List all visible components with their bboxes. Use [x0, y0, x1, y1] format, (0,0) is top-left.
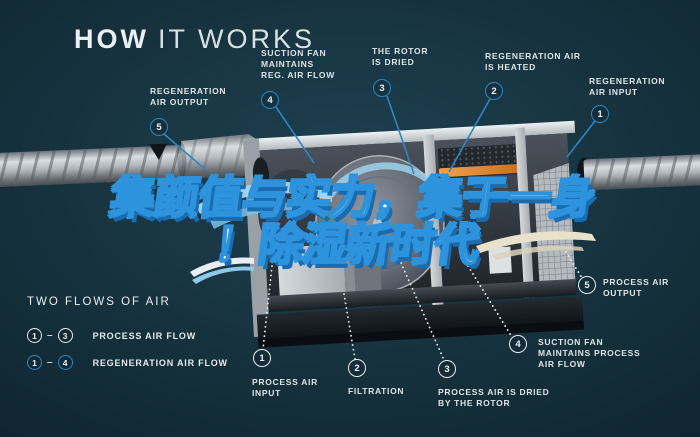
callout-label-regen-3: THE ROTOR IS DRIED: [372, 46, 429, 67]
legend-item-process: 1 – 3 PROCESS AIR FLOW: [27, 328, 196, 343]
callout-marker-regen-3: 3: [373, 79, 391, 97]
callout-number: 5: [156, 121, 162, 133]
rotor-inner-ring: [335, 176, 425, 272]
legend-item-regeneration: 1 – 4 REGENERATION AIR FLOW: [27, 355, 228, 370]
divider-panel-2: [514, 127, 535, 298]
legend-title: TWO FLOWS OF AIR: [27, 296, 171, 308]
callout-marker-regen-5: 5: [150, 118, 168, 136]
page-title-light: IT WORKS: [157, 24, 315, 54]
rotor-hub: [372, 216, 387, 231]
page-title-bold: HOW: [74, 24, 149, 54]
callout-marker-regen-2: 2: [485, 82, 503, 100]
legend-number: 1: [32, 357, 37, 368]
callout-marker-regen-1: 1: [591, 105, 609, 123]
base-plinth: [256, 296, 584, 345]
leader-line-process-4: [467, 265, 513, 338]
leader-line-regen-4: [275, 106, 315, 164]
callout-number: 1: [259, 352, 265, 364]
callout-label-process-2: FILTRATION: [348, 386, 405, 396]
callout-number: 1: [597, 108, 603, 120]
callout-number: 3: [379, 82, 385, 94]
legend-number: 3: [62, 330, 68, 341]
left-duct: [0, 134, 263, 188]
callout-marker-process-3: 3: [438, 360, 456, 378]
callout-label-process-5: PROCESS AIR OUTPUT: [603, 277, 669, 298]
right-duct: [577, 154, 700, 192]
airflow-arrow-process-in-2: [210, 202, 316, 229]
leader-line-process-1: [262, 265, 273, 350]
legend-label-process: PROCESS AIR FLOW: [92, 330, 197, 341]
callout-number: 3: [444, 363, 450, 375]
leader-line-process-5: [565, 251, 583, 279]
leader-line-regen-2: [448, 98, 491, 173]
callout-number: 2: [354, 362, 360, 374]
airflow-arrow-regen-out-2: [192, 266, 254, 284]
callout-label-process-3: PROCESS AIR IS DRIED BY THE ROTOR: [438, 387, 550, 408]
callout-marker-process-2: 2: [348, 359, 366, 377]
airflow-arrow-dry-out: [476, 231, 596, 253]
callout-label-regen-1: REGENERATION AIR INPUT: [589, 76, 666, 97]
legend-separator: –: [47, 357, 53, 368]
legend-separator: –: [47, 330, 53, 341]
headline-line-2: ！除湿新时代: [211, 220, 483, 271]
leader-line-regen-3: [386, 95, 415, 175]
callout-number: 4: [515, 338, 521, 350]
airflow-arrow-dry-out-2: [492, 245, 584, 260]
leader-line-process-3: [400, 262, 445, 361]
legend-marker-from: 1: [27, 328, 42, 343]
regeneration-heater: [438, 163, 522, 178]
callout-marker-process-1: 1: [253, 349, 271, 367]
callout-marker-regen-4: 4: [261, 91, 279, 109]
headline-line-1: 集颜值与实力，集于一身: [107, 173, 599, 224]
airflow-arrow-rotor: [327, 162, 431, 198]
legend-marker-from: 1: [27, 355, 42, 370]
legend-marker-to: 3: [57, 328, 73, 343]
legend-number: 4: [62, 357, 68, 368]
callout-label-process-4: SUCTION FAN MAINTAINS PROCESS AIR FLOW: [538, 337, 641, 369]
marketing-headline: 集颜值与实力，集于一身 ！除湿新时代: [0, 173, 700, 271]
leader-line-process-2: [343, 293, 356, 360]
page-title: HOW IT WORKS: [74, 24, 315, 55]
airflow-arrows: [190, 162, 596, 284]
callout-number: 5: [584, 279, 590, 291]
airflow-arrow-process-in: [196, 181, 332, 214]
callout-marker-process-4: 4: [509, 335, 527, 353]
legend-number: 1: [32, 330, 37, 341]
cabinet-top: [242, 120, 576, 152]
legend-label-regeneration: REGENERATION AIR FLOW: [92, 357, 228, 368]
legend-marker-to: 4: [57, 355, 73, 370]
callout-label-process-1: PROCESS AIR INPUT: [252, 377, 318, 398]
callout-marker-process-5: 5: [578, 276, 596, 294]
callout-label-regen-4: SUCTION FAN MAINTAINS REG. AIR FLOW: [261, 48, 335, 80]
callout-number: 2: [491, 85, 497, 97]
airflow-arrow-regen-out: [190, 257, 254, 277]
leader-line-regen-1: [566, 120, 596, 158]
callout-label-regen-5: REGENERATION AIR OUTPUT: [150, 86, 227, 107]
callout-label-regen-2: REGENERATION AIR IS HEATED: [485, 51, 581, 72]
leader-line-regen-5: [163, 133, 207, 171]
callout-number: 4: [267, 94, 273, 106]
